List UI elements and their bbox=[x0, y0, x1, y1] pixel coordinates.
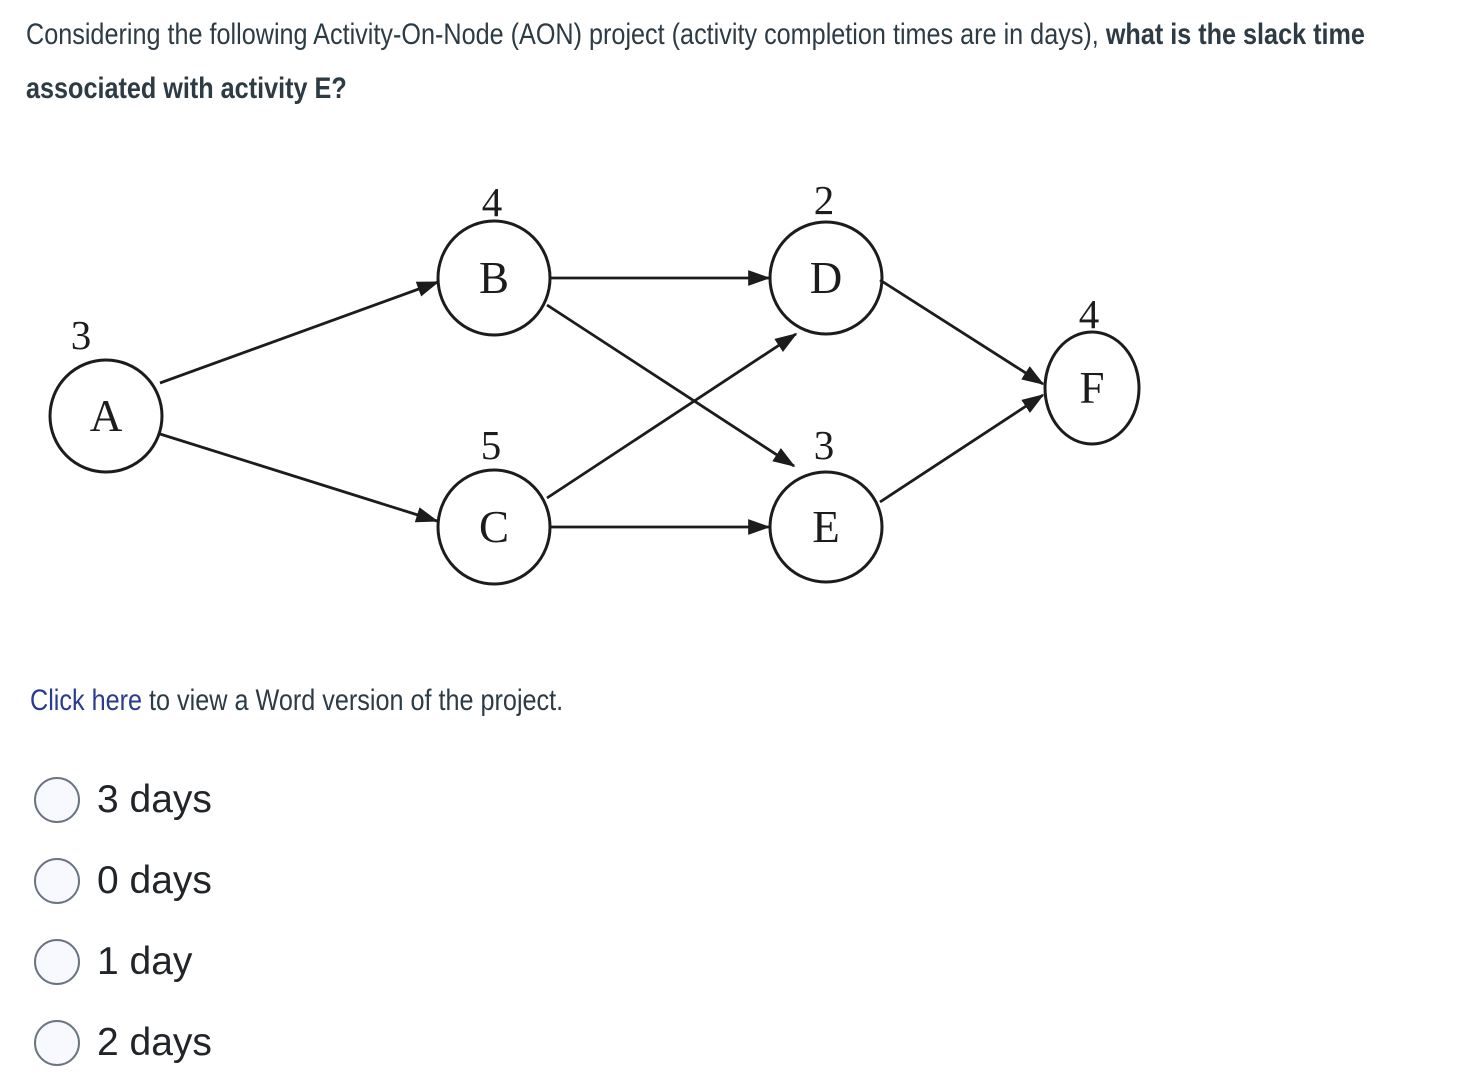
node-E bbox=[768, 470, 884, 584]
node-label-A: A bbox=[90, 391, 123, 441]
question-line-1-normal: Considering the following Activity-On-No… bbox=[26, 18, 1106, 51]
answer-option-2[interactable]: 0 days bbox=[34, 858, 212, 904]
node-duration-D: 2 bbox=[814, 177, 835, 223]
node-F bbox=[1043, 330, 1141, 446]
edge-A-C bbox=[159, 432, 439, 523]
answer-option-label: 3 days bbox=[97, 778, 212, 821]
radio-button[interactable] bbox=[34, 939, 80, 985]
radio-button[interactable] bbox=[34, 858, 80, 904]
edge-E-F bbox=[879, 393, 1045, 504]
node-A bbox=[48, 358, 164, 474]
node-duration-F: 4 bbox=[1079, 291, 1100, 337]
node-label-B: B bbox=[479, 253, 509, 303]
question-line-2-bold: associated with activity E? bbox=[26, 72, 347, 105]
node-duration-A: 3 bbox=[71, 312, 92, 358]
edge-B-E bbox=[546, 303, 796, 468]
question-line-1-bold: what is the slack time bbox=[1105, 18, 1365, 51]
answer-options: 3 days 0 days 1 day 2 days bbox=[34, 777, 212, 1066]
node-duration-B: 4 bbox=[482, 179, 503, 225]
node-label-D: D bbox=[810, 253, 843, 303]
question-line-2: associated with activity E? bbox=[26, 62, 1365, 116]
click-here-link[interactable]: Click here bbox=[30, 684, 143, 717]
node-duration-C: 5 bbox=[481, 422, 502, 468]
edge-C-D bbox=[546, 332, 798, 500]
answer-option-label: 1 day bbox=[97, 940, 193, 983]
edge-D-F bbox=[879, 278, 1045, 386]
question-text: Considering the following Activity-On-No… bbox=[26, 8, 1462, 116]
radio-button[interactable] bbox=[34, 1020, 80, 1066]
answer-option-label: 2 days bbox=[97, 1021, 212, 1064]
node-label-C: C bbox=[479, 502, 509, 552]
node-D bbox=[768, 220, 884, 336]
question-line-1: Considering the following Activity-On-No… bbox=[26, 8, 1365, 62]
radio-button[interactable] bbox=[34, 777, 80, 823]
node-label-E: E bbox=[812, 502, 840, 552]
answer-option-3[interactable]: 1 day bbox=[34, 939, 212, 985]
edge-A-B bbox=[159, 280, 440, 385]
answer-option-1[interactable]: 3 days bbox=[34, 777, 212, 823]
node-label-F: F bbox=[1079, 363, 1104, 413]
word-version-text: to view a Word version of the project. bbox=[142, 684, 564, 717]
node-B bbox=[436, 219, 552, 337]
answer-option-4[interactable]: 2 days bbox=[34, 1020, 212, 1066]
answer-option-label: 0 days bbox=[97, 859, 212, 902]
word-version-line: Click here to view a Word version of the… bbox=[30, 684, 563, 718]
node-C bbox=[436, 468, 552, 586]
node-duration-E: 3 bbox=[814, 422, 835, 468]
